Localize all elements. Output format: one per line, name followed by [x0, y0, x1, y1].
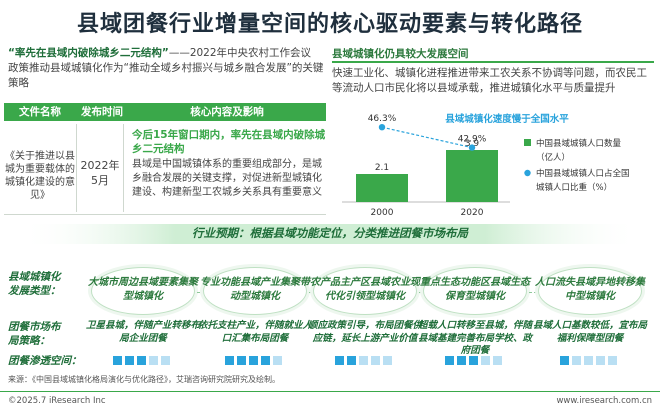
- penetration-rating: [335, 356, 395, 365]
- penetration-square-empty: [596, 356, 605, 365]
- table-doc-date: 2022年5月: [80, 159, 120, 187]
- penetration-square-filled: [225, 356, 234, 365]
- chart-line-point: [468, 144, 476, 151]
- market-strategy: 顺应政策引导，布局团餐供应链，延长上游产业价值: [307, 320, 422, 344]
- type-oval: [538, 267, 642, 315]
- chart-x-tick: 2000: [371, 208, 394, 218]
- type-name: 专业功能县域产业集聚带动型城镇化: [200, 277, 310, 302]
- penetration-square-empty: [493, 356, 502, 365]
- type-name: 农产品主产区县域农业现代化引领型城镇化: [310, 277, 420, 302]
- source-note: 来源：《中国县域城镇化格局演化与优化路径》，艾瑞咨询研究院研究及绘制。: [8, 375, 280, 384]
- right-panel-rule: [332, 61, 654, 63]
- chart-annotation: 县域城镇化速度慢于全国水平: [445, 113, 569, 125]
- footer-copyright: ©2025.7 iResearch Inc: [8, 396, 106, 406]
- penetration-rating: [560, 356, 620, 365]
- table-divider: [123, 124, 124, 212]
- penetration-square-empty: [572, 356, 581, 365]
- penetration-rating: [225, 356, 285, 365]
- chart-bar-label: 2.1: [375, 163, 389, 173]
- table-bottom-rule: [4, 214, 326, 215]
- market-strategy: 卫星县城，伴随产业转移布局企业团餐: [85, 320, 200, 344]
- type-oval: [203, 267, 307, 315]
- type-name: 重点生态功能区县域生态保育型城镇化: [420, 277, 530, 302]
- chart-line-label: 42.9%: [458, 135, 487, 145]
- penetration-square-filled: [113, 356, 122, 365]
- market-strategy: 县域人口基数较低，宜布局福利保障型团餐: [532, 320, 647, 344]
- penetration-square-empty: [149, 356, 158, 365]
- chart-bar: [446, 150, 498, 202]
- right-panel-text: 快速工业化、城镇化进程推进带来工农关系不协调等问题，而农民工等流动人口市民化将以…: [332, 67, 647, 94]
- row-label-penetration: 团餐渗透空间：: [8, 355, 82, 367]
- market-strategy: 超载人口转移至县城，伴随县域基建完善布局学校、政府团餐: [417, 320, 532, 356]
- row-label-type: 县域城镇化发展类型：: [8, 271, 61, 297]
- table-header: 文件名称 发布时间 核心内容及影响: [4, 103, 326, 121]
- chart-series-line: [381, 126, 473, 149]
- policy-quote: “率先在县域内破除城乡二元结构”——2022年中央农村工作会议 政策推动县域城镇…: [8, 46, 326, 91]
- penetration-square-filled: [445, 356, 454, 365]
- chart-bar-label: 3.9: [465, 139, 480, 149]
- penetration-square-empty: [481, 356, 490, 365]
- penetration-rating: [113, 356, 173, 365]
- footer-website: www.iresearch.com.cn: [556, 396, 652, 406]
- type-oval: [313, 267, 417, 315]
- chart-line-label: 46.3%: [368, 114, 397, 124]
- banner-background: [20, 224, 640, 244]
- penetration-square-filled: [237, 356, 246, 365]
- table-header-content: 核心内容及影响: [190, 106, 264, 118]
- penetration-square-filled: [469, 356, 478, 365]
- legend-swatch-bar: [524, 139, 531, 146]
- right-panel-title: 县域城镇化仍具较大发展空间: [332, 48, 469, 60]
- chart-line-point: [378, 124, 386, 131]
- penetration-square-empty: [359, 356, 368, 365]
- page-title: 县域团餐行业增量空间的核心驱动要素与转化路径: [76, 12, 583, 37]
- quote-source: ——2022年中央农村工作会议: [168, 47, 312, 59]
- table-header-doc-name: 文件名称: [19, 106, 61, 118]
- quote-text: 政策推动县域城镇化作为“推动全域乡村振兴与城乡融合发展”的关键策略: [8, 62, 324, 89]
- penetration-square-filled: [249, 356, 258, 365]
- table-divider: [76, 124, 77, 212]
- penetration-square-empty: [608, 356, 617, 365]
- chart-x-tick: 2020: [461, 208, 484, 218]
- penetration-rating: [445, 356, 505, 365]
- type-oval: [91, 267, 195, 315]
- chart-bar: [356, 174, 408, 202]
- market-strategy: 依托支柱产业，伴随就业人口汇集布局团餐: [197, 320, 312, 344]
- table-content-body: 县域是中国城镇体系的重要组成部分，是城乡融合发展的关键支撑，对促进新型城镇化建设…: [132, 159, 322, 198]
- penetration-square-empty: [383, 356, 392, 365]
- legend-label-line: 中国县域城镇人口占全国城镇人口比重（%）: [536, 168, 630, 193]
- type-oval: [423, 267, 527, 315]
- penetration-square-filled: [335, 356, 344, 365]
- type-name: 大城市周边县域要素集聚型城镇化: [88, 277, 198, 302]
- table-doc-name: 《关于推进以县城为重要载体的城镇化建设的意见》: [5, 151, 75, 201]
- quote-highlight: “率先在县域内破除城乡二元结构”: [8, 47, 169, 59]
- penetration-square-filled: [261, 356, 270, 365]
- banner-text: 行业预期：根据县域功能定位，分类推进团餐市场布局: [192, 226, 468, 240]
- penetration-square-empty: [161, 356, 170, 365]
- footer-rule: [0, 391, 660, 392]
- penetration-square-filled: [125, 356, 134, 365]
- row-label-market: 团餐市场布局策略：: [8, 321, 61, 347]
- penetration-square-empty: [273, 356, 282, 365]
- penetration-square-filled: [560, 356, 569, 365]
- penetration-square-empty: [371, 356, 380, 365]
- legend-swatch-line: [524, 169, 531, 177]
- type-name: 人口流失县域异地转移集中型城镇化: [535, 277, 645, 302]
- penetration-square-filled: [457, 356, 466, 365]
- penetration-square-filled: [347, 356, 356, 365]
- legend-label-bar: 中国县域城镇人口数量（亿人）: [536, 138, 622, 163]
- penetration-square-empty: [584, 356, 593, 365]
- penetration-square-filled: [137, 356, 146, 365]
- table-header-date: 发布时间: [81, 106, 123, 118]
- table-content-highlight: 今后15年窗口期内，率先在县域内破除城乡二元结构: [132, 129, 326, 155]
